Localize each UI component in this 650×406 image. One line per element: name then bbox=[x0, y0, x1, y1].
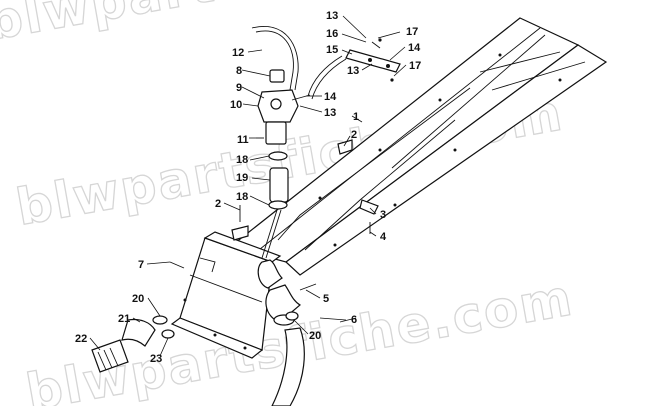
mounting-bracket bbox=[345, 38, 401, 82]
callout-13: 13 bbox=[324, 107, 336, 119]
callout-1: 1 bbox=[353, 111, 359, 123]
callout-14: 14 bbox=[408, 42, 421, 54]
callout-3: 3 bbox=[380, 209, 386, 221]
heat-exchanger-rails bbox=[228, 17, 608, 276]
callout-7: 7 bbox=[138, 259, 144, 271]
watermark-top: blwpartsfiche.com bbox=[0, 0, 538, 52]
callout-14: 14 bbox=[324, 91, 337, 103]
callout-9: 9 bbox=[236, 82, 242, 94]
callout-17: 17 bbox=[406, 26, 418, 38]
fasteners bbox=[169, 137, 379, 323]
callout-13: 13 bbox=[347, 65, 359, 77]
front-heat-exchanger bbox=[170, 231, 282, 359]
lower-hose-set bbox=[91, 311, 299, 373]
coolant-outlet-elbow bbox=[257, 259, 305, 406]
callout-18: 18 bbox=[236, 191, 248, 203]
callout-5: 5 bbox=[323, 293, 329, 305]
callout-12: 12 bbox=[232, 47, 244, 59]
callout-2: 2 bbox=[215, 198, 221, 210]
leader-lines bbox=[89, 15, 407, 357]
callout-20: 20 bbox=[132, 293, 144, 305]
callout-11: 11 bbox=[237, 134, 249, 146]
callout-17: 17 bbox=[409, 60, 421, 72]
callout-13: 13 bbox=[326, 10, 338, 22]
callout-labels: 12 13 16 17 15 14 13 17 8 9 10 14 13 1 1… bbox=[75, 10, 421, 365]
callout-10: 10 bbox=[230, 99, 242, 111]
callout-20: 20 bbox=[309, 330, 321, 342]
bleed-hose bbox=[251, 26, 299, 91]
callout-6: 6 bbox=[351, 314, 357, 326]
callout-8: 8 bbox=[236, 65, 242, 77]
callout-22: 22 bbox=[75, 333, 87, 345]
coupling-parts bbox=[261, 151, 289, 259]
callout-15: 15 bbox=[326, 44, 338, 56]
callout-19: 19 bbox=[236, 172, 248, 184]
small-hose bbox=[307, 55, 347, 100]
callout-23: 23 bbox=[150, 353, 162, 365]
callout-21: 21 bbox=[118, 313, 130, 325]
callout-4: 4 bbox=[380, 231, 387, 243]
callout-18: 18 bbox=[236, 154, 248, 166]
callout-16: 16 bbox=[326, 28, 338, 40]
callout-2: 2 bbox=[351, 129, 357, 141]
